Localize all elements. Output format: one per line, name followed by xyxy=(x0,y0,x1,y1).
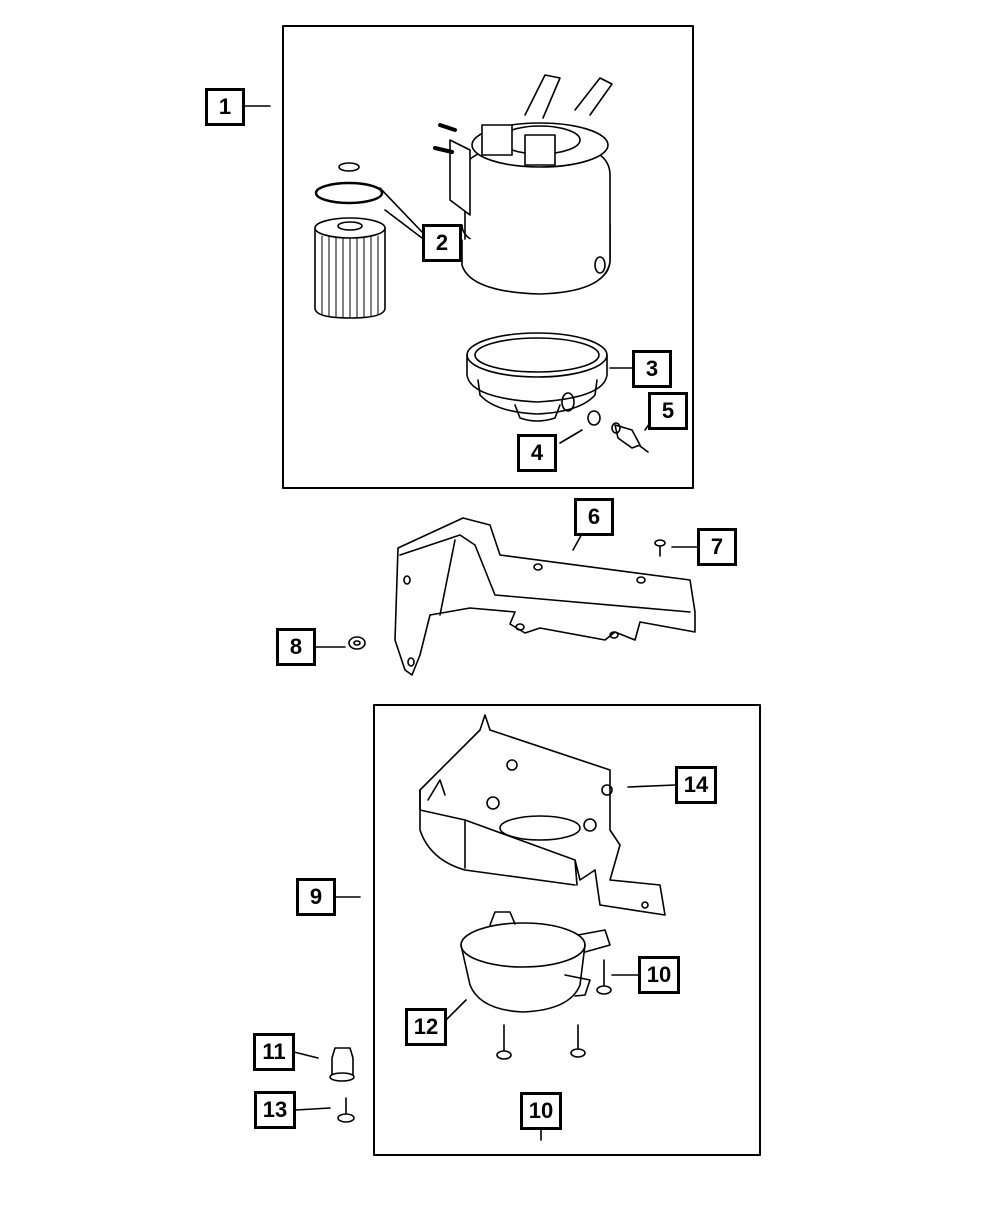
callout-10-lower: 10 xyxy=(520,1092,562,1130)
callout-10-upper: 10 xyxy=(638,956,680,994)
hex-nut xyxy=(330,1048,354,1081)
callout-13: 13 xyxy=(254,1091,296,1129)
callout-4: 4 xyxy=(517,434,557,472)
group-frame-fuel-filter xyxy=(282,25,694,489)
callout-6: 6 xyxy=(574,498,614,536)
retaining-strap xyxy=(461,912,610,1012)
callout-14: 14 xyxy=(675,766,717,804)
callout-2: 2 xyxy=(422,224,462,262)
group-frame-shield xyxy=(373,704,761,1156)
hex-bolt xyxy=(338,1098,354,1122)
callout-12: 12 xyxy=(405,1008,447,1046)
bracket-bolt xyxy=(655,540,665,556)
water-in-fuel-sensor xyxy=(612,423,648,452)
callout-11: 11 xyxy=(253,1033,295,1071)
callout-1: 1 xyxy=(205,88,245,126)
shield-screws xyxy=(497,960,611,1059)
bracket-nut xyxy=(349,637,365,649)
mounting-bracket xyxy=(395,518,695,675)
drain-seal xyxy=(588,411,600,425)
callout-8: 8 xyxy=(276,628,316,666)
callout-7: 7 xyxy=(697,528,737,566)
callout-3: 3 xyxy=(632,350,672,388)
filter-element-and-seals xyxy=(315,163,385,318)
filter-bowl xyxy=(467,333,607,421)
leader-lines xyxy=(244,105,698,1141)
heat-shield-housing xyxy=(420,715,665,915)
callout-5: 5 xyxy=(648,392,688,430)
fuel-filter-housing xyxy=(435,75,612,294)
callout-9: 9 xyxy=(296,878,336,916)
